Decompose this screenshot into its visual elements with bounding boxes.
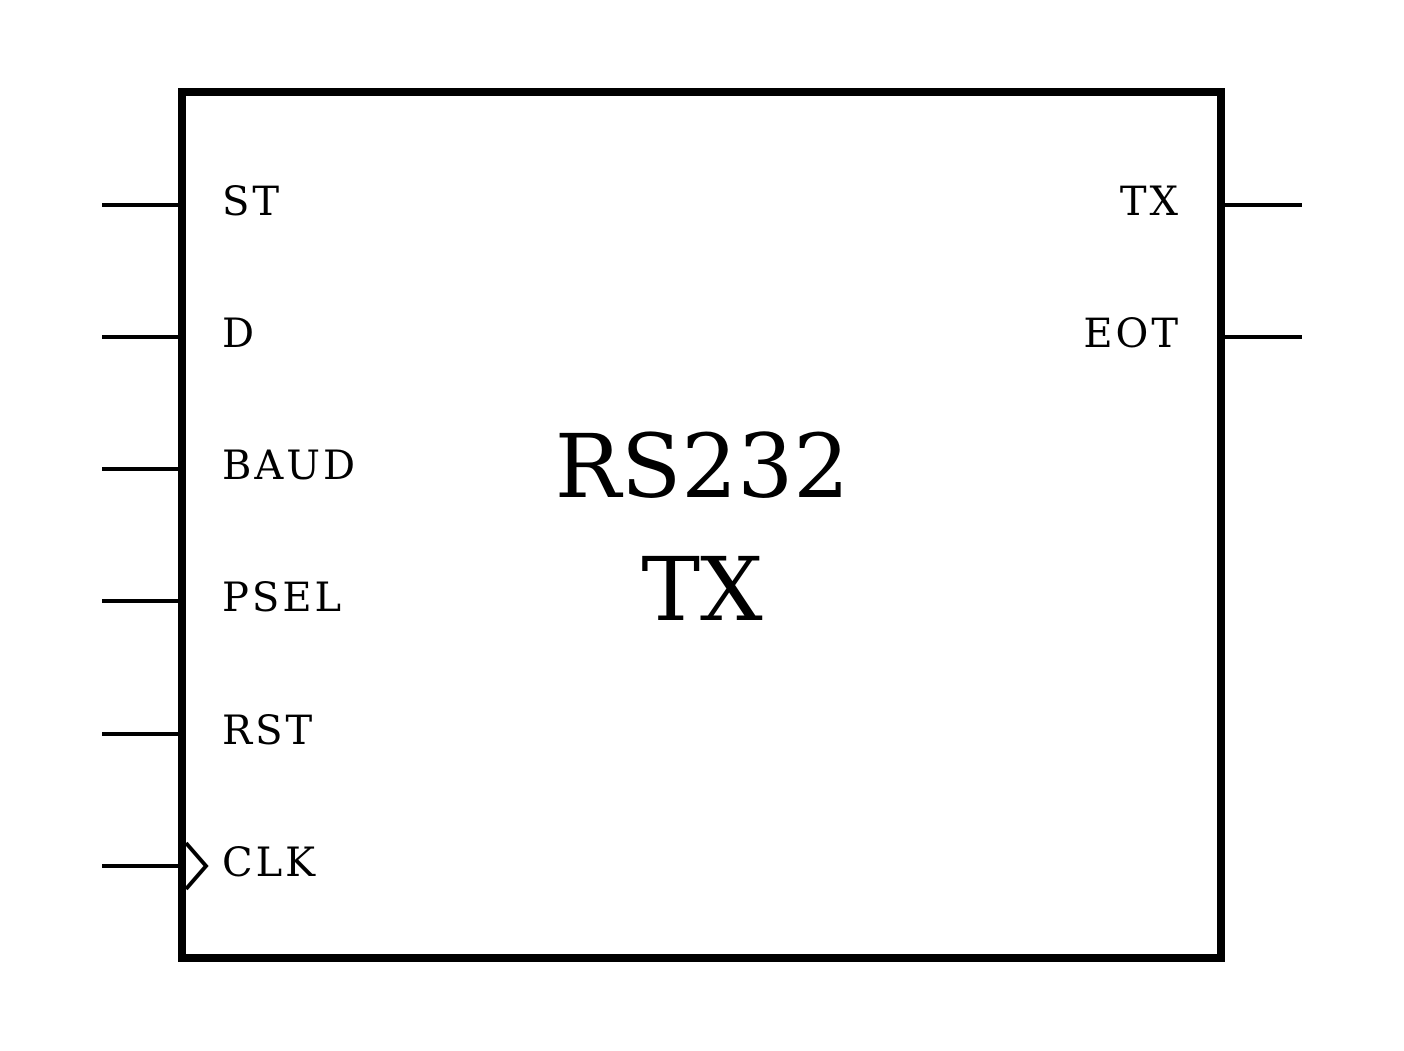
input-pin-clk: CLK	[102, 840, 318, 891]
input-pin-st: ST	[102, 179, 282, 225]
output-pin-label: EOT	[1083, 311, 1181, 357]
clock-triangle-icon	[184, 841, 209, 891]
output-pin-label: TX	[1120, 179, 1181, 225]
output-pin-eot: EOT	[1083, 311, 1302, 357]
input-pin-label: D	[222, 311, 257, 357]
input-pin-label: PSEL	[222, 575, 344, 621]
block-title-line2: TX	[641, 538, 763, 641]
input-pin-label: RST	[222, 708, 315, 754]
input-pin-psel: PSEL	[102, 575, 344, 621]
block-title-line1: RS232	[555, 415, 850, 518]
input-pin-label: ST	[222, 179, 282, 225]
input-pin-label: BAUD	[222, 443, 358, 489]
input-pin-rst: RST	[102, 708, 315, 754]
input-pin-d: D	[102, 311, 257, 357]
block-body	[178, 88, 1225, 962]
output-pin-tx: TX	[1120, 179, 1302, 225]
input-pin-label: CLK	[222, 840, 318, 886]
input-pin-baud: BAUD	[102, 443, 358, 489]
